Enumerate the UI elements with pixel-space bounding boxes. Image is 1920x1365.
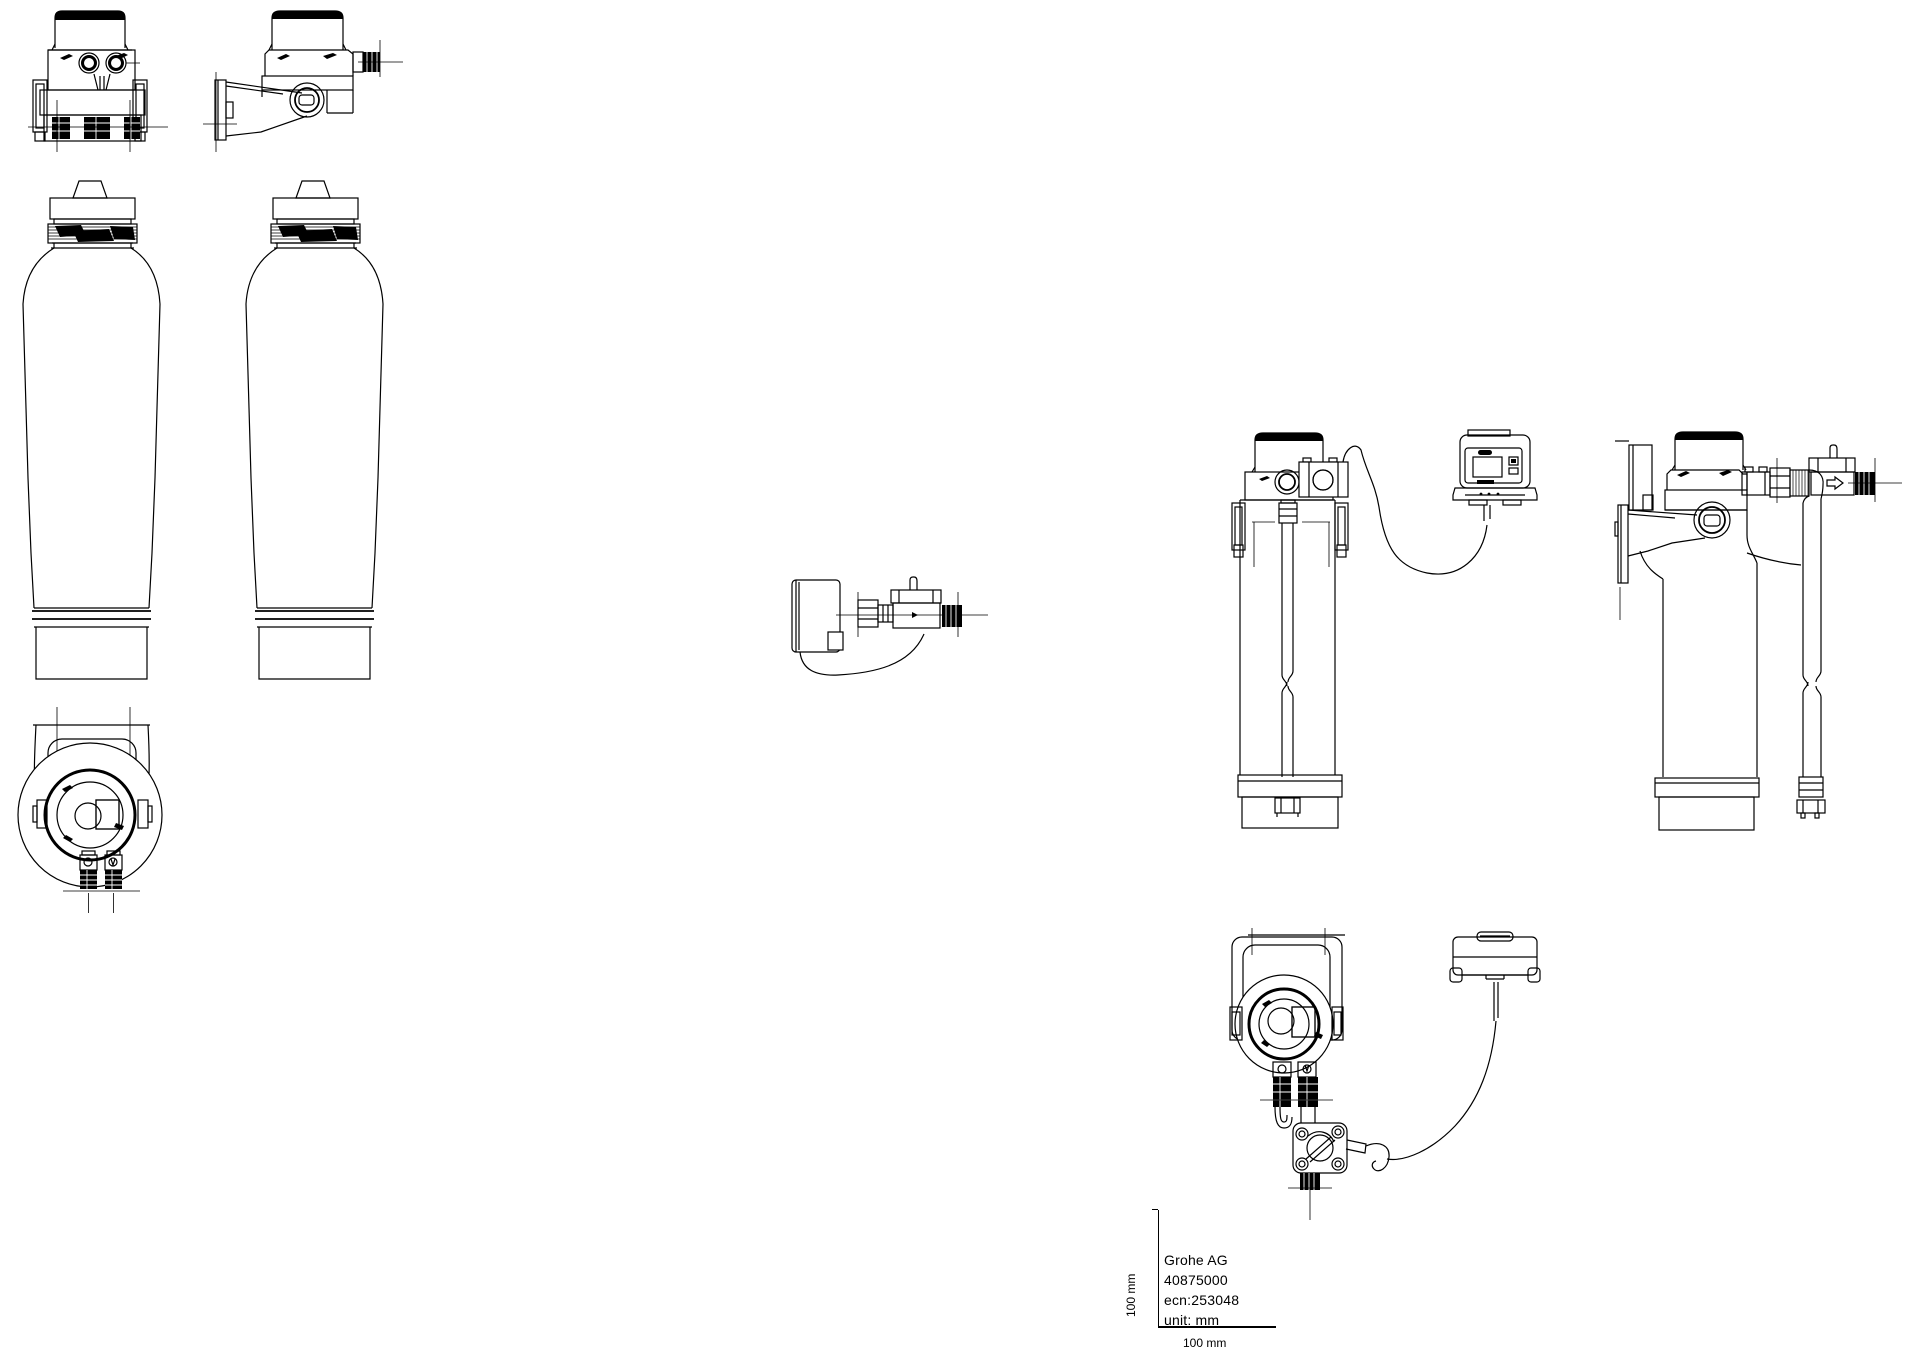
scale-bar-horizontal bbox=[1158, 1326, 1276, 1328]
head-side-cap bbox=[268, 10, 347, 51]
head-front-centerlines bbox=[28, 100, 168, 152]
filter-cartridge-bottle-2 bbox=[238, 178, 388, 688]
display-cable-loop bbox=[1342, 445, 1491, 575]
bottom-centerlines bbox=[63, 890, 140, 913]
bottom-thread-connectors bbox=[79, 850, 123, 889]
display-cable-bottom bbox=[1386, 982, 1499, 1161]
valve-hex-nut bbox=[857, 599, 894, 628]
assembly-bottom-view bbox=[1229, 928, 1541, 1220]
filter-head-front-view bbox=[28, 10, 168, 152]
side-flow-valve bbox=[1808, 444, 1902, 502]
assembly-front-view bbox=[1231, 429, 1538, 829]
bracket-arm bbox=[225, 81, 308, 137]
title-block-company: Grohe AG bbox=[1164, 1252, 1228, 1268]
bayonet-knob bbox=[289, 82, 325, 118]
head-side-body bbox=[261, 49, 354, 114]
filter-head-side-view bbox=[203, 10, 403, 152]
bottom-side-clips bbox=[32, 799, 153, 829]
bottom-circles bbox=[17, 742, 163, 888]
scale-horizontal-label: 100 mm bbox=[1183, 1336, 1227, 1350]
head-front-thread-legs bbox=[43, 114, 142, 142]
head-front-upper-body bbox=[47, 49, 140, 91]
valve-body bbox=[890, 576, 942, 629]
wall-plate-and-display-side bbox=[1614, 440, 1654, 620]
display-unit-front bbox=[1452, 429, 1538, 506]
asm-front-clips bbox=[1231, 502, 1349, 567]
filter-head-bottom-view bbox=[17, 707, 163, 913]
head-front-cap bbox=[48, 10, 132, 51]
outlet-connector bbox=[352, 40, 403, 77]
filter-cartridge-bottle-1 bbox=[15, 178, 165, 688]
asm-flow-meter-block bbox=[1298, 457, 1349, 498]
display-unit-top-view bbox=[1449, 931, 1541, 983]
asm-front-body bbox=[1237, 500, 1343, 829]
wall-bracket-plate bbox=[203, 72, 237, 152]
side-head bbox=[1664, 431, 1748, 511]
title-block-unit: unit: mm bbox=[1164, 1312, 1220, 1328]
assembly-side-view bbox=[1614, 431, 1902, 831]
side-hose bbox=[1796, 499, 1826, 819]
scale-vertical-label: 100 mm bbox=[1124, 1273, 1138, 1317]
side-bracket-arm bbox=[1627, 501, 1731, 557]
abv-connectors bbox=[1260, 1061, 1333, 1129]
title-block-product-code: 40875000 bbox=[1164, 1272, 1228, 1288]
asm-front-tube bbox=[1278, 499, 1298, 777]
abv-circles bbox=[1229, 974, 1344, 1074]
valve-threaded-end bbox=[942, 605, 962, 627]
abv-valve-top bbox=[1288, 1122, 1390, 1220]
scale-bar-top-tick bbox=[1152, 1209, 1158, 1210]
title-block-ecn: ecn:253048 bbox=[1164, 1292, 1240, 1308]
flow-sensor-valve-assembly bbox=[791, 576, 988, 676]
side-bottle bbox=[1639, 510, 1802, 831]
sensor-housing bbox=[791, 579, 844, 653]
sensor-cable bbox=[799, 633, 925, 676]
scale-bar-vertical bbox=[1158, 1210, 1159, 1327]
